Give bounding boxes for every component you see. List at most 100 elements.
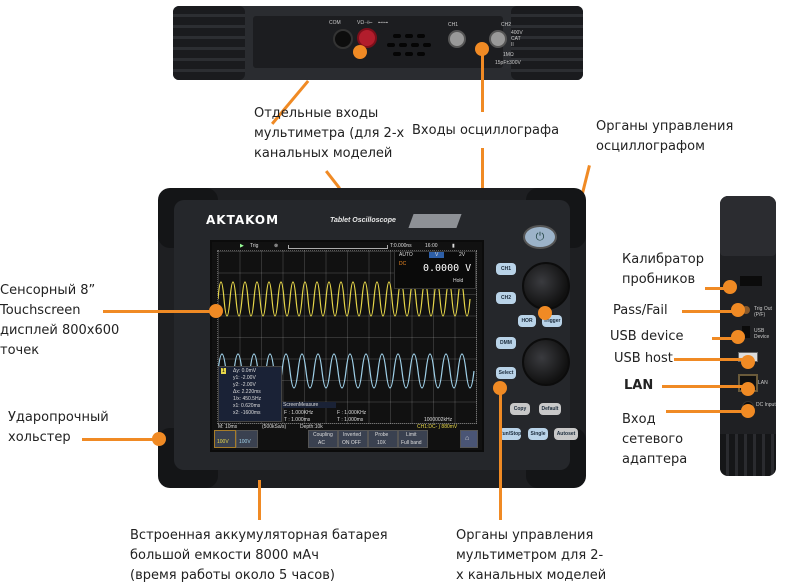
- leader-dmm-controls: [499, 388, 502, 520]
- ch1-label: CH1: [448, 22, 459, 28]
- model-name: Tablet Oscilloscope: [330, 217, 396, 224]
- memory-bar: [288, 245, 388, 249]
- vohm-jack: [357, 28, 377, 48]
- dmm-coupling: DC: [399, 261, 407, 267]
- callout-multimeter-inputs: Отдельные входы мультиметра (для 2-х кан…: [254, 106, 405, 161]
- callout-usb-device: USB device: [610, 329, 684, 344]
- model-plate: [408, 214, 462, 228]
- rating-label: 400V CAT II: [511, 30, 523, 48]
- leader-holster: [82, 438, 154, 441]
- ch1-trace: [218, 281, 471, 317]
- default-button[interactable]: Default: [539, 403, 561, 415]
- lan-label: LAN: [758, 380, 768, 386]
- brand-logo: AKTAKOM: [206, 213, 280, 227]
- leader-battery: [258, 480, 261, 520]
- callout-power-input: Вход сетевого адаптера: [622, 412, 688, 467]
- leader-scope-inputs-top: [481, 52, 484, 112]
- trig-out-label: Trig Out (P/F): [754, 306, 772, 318]
- callout-battery: Встроенная аккумуляторная батарея большо…: [130, 528, 388, 583]
- leader-calibrator: [705, 287, 725, 290]
- cursor-dx: Δx: 2.220ms: [233, 389, 261, 395]
- status-depth: Depth:10k: [300, 424, 323, 430]
- usb-device-port: [742, 326, 750, 338]
- calibrator-terminal: [740, 276, 762, 286]
- com-jack: [333, 29, 353, 49]
- callout-holster: Ударопрочный хольстер: [8, 410, 109, 445]
- status-sample-rate: (500kSa/s): [262, 424, 287, 430]
- vohm-label: VΩ⊣⊢: [357, 20, 373, 26]
- leader-touchscreen: [103, 310, 211, 313]
- measure-ch1-period: T : 1.000ms: [284, 417, 311, 423]
- oscilloscope-screen[interactable]: ▶ Trig ⊗ T:0.000ns 16:00 ▮ AUTO V 2V DC …: [210, 240, 484, 452]
- cursor-dy: Δy: 0.0mV: [233, 368, 257, 374]
- leader-scope-inputs-bottom: [481, 148, 484, 198]
- side-handle: [720, 196, 776, 256]
- marker-holster: [152, 432, 166, 446]
- leader-usb-host: [674, 358, 744, 361]
- callout-touchscreen: Сенсорный 8” Touchscreen дисплей 800x600…: [0, 283, 120, 358]
- cursor-x1: x1: 0.620ms: [233, 403, 261, 409]
- scope-knob[interactable]: [522, 262, 570, 310]
- leader-pass-fail: [682, 310, 734, 313]
- top-view-device: COM VΩ⊣⊢ ⊷⊶ CH1 CH2 400V CAT II 1MΩ 15pF…: [173, 6, 583, 80]
- trig-out-jack: [742, 306, 750, 314]
- diode-label: ⊷⊶: [378, 20, 388, 26]
- dmm-button[interactable]: DMM: [496, 337, 516, 349]
- callout-dmm-controls: Органы управления мультиметром для 2- х …: [456, 528, 607, 583]
- side-view-device: Trig Out (P/F) USB Device LAN DC Input: [720, 196, 776, 476]
- dmm-unit-tab[interactable]: V: [429, 252, 445, 258]
- callout-scope-inputs: Входы осциллографа: [412, 123, 560, 138]
- callout-pass-fail: Pass/Fail: [613, 303, 668, 318]
- home-icon: ⌂: [465, 435, 470, 442]
- power-button[interactable]: ⏻: [523, 225, 557, 249]
- dmm-range[interactable]: 2V: [459, 252, 466, 258]
- measure-ch1-freq: F : 1.000KHz: [284, 410, 314, 416]
- ch2-bnc: [489, 30, 507, 48]
- dmm-panel[interactable]: AUTO V 2V DC 0.0000 V Hold: [394, 251, 476, 289]
- capacitance-label: 15pF±300V: [495, 60, 521, 66]
- power-icon: ⏻: [535, 230, 545, 243]
- dmm-hold[interactable]: Hold: [453, 278, 464, 284]
- callout-usb-host: USB host: [614, 351, 673, 366]
- single-button[interactable]: Single: [528, 428, 548, 440]
- leader-usb-device: [712, 337, 734, 340]
- ch2-scale-button[interactable]: 100V: [236, 430, 258, 448]
- hor-button[interactable]: HOR: [518, 315, 536, 327]
- copy-button[interactable]: Copy: [510, 403, 530, 415]
- side-bumper-bottom: [720, 434, 776, 476]
- impedance-label: 1MΩ: [503, 52, 514, 58]
- ch2-button[interactable]: CH2: [496, 292, 516, 304]
- menu-coupling[interactable]: Coupling AC: [308, 430, 338, 448]
- autoset-button[interactable]: Autoset: [554, 428, 578, 440]
- select-button[interactable]: Select: [496, 367, 516, 379]
- status-trigger: CH1:DC- ∫ 880mV: [417, 424, 458, 430]
- ch2-label: CH2: [501, 22, 512, 28]
- run-icon: ▶: [240, 243, 244, 249]
- home-button[interactable]: ⌂: [460, 430, 478, 448]
- run-stop-button[interactable]: Run/Stop: [499, 428, 521, 440]
- top-right-bumper: [511, 6, 583, 80]
- menu-probe[interactable]: Probe 10X: [368, 430, 398, 448]
- callout-scope-controls: Органы управления осциллографом: [596, 119, 734, 154]
- measure-ch2-freq: F : 1.000KHz: [337, 410, 367, 416]
- marker-scope-controls: [538, 306, 552, 320]
- usb-device-label: USB Device: [754, 328, 770, 340]
- cursor-y2: y2: -2.00V: [233, 382, 256, 388]
- ch1-button[interactable]: CH1: [496, 263, 516, 275]
- dmm-knob[interactable]: [522, 338, 570, 386]
- trig-label: Trig: [250, 243, 259, 249]
- freq-counter: 1000002kHz: [424, 417, 453, 423]
- ch1-scale-button[interactable]: 100V: [214, 430, 236, 448]
- callout-lan: LAN: [624, 378, 654, 393]
- leader-lan: [662, 385, 744, 388]
- dmm-mode[interactable]: AUTO: [399, 252, 413, 258]
- dc-input-label: DC Input: [756, 402, 776, 408]
- callout-calibrator: Калибратор пробников: [622, 252, 704, 287]
- leader-power-input: [666, 410, 744, 413]
- screen-measure-title: ScreenMeasure: [282, 402, 336, 408]
- dmm-reading: 0.0000 V: [423, 263, 472, 274]
- cursor-readout-panel: 1 Δy: 0.0mV y1: -2.00V y2: -2.00V Δx: 2.…: [218, 366, 282, 422]
- menu-inverted[interactable]: Inverted ON OFF: [338, 430, 368, 448]
- cursor-1-over-x: 1/x: 450.5Hz: [233, 396, 262, 402]
- menu-limit[interactable]: Limit Full band: [398, 430, 428, 448]
